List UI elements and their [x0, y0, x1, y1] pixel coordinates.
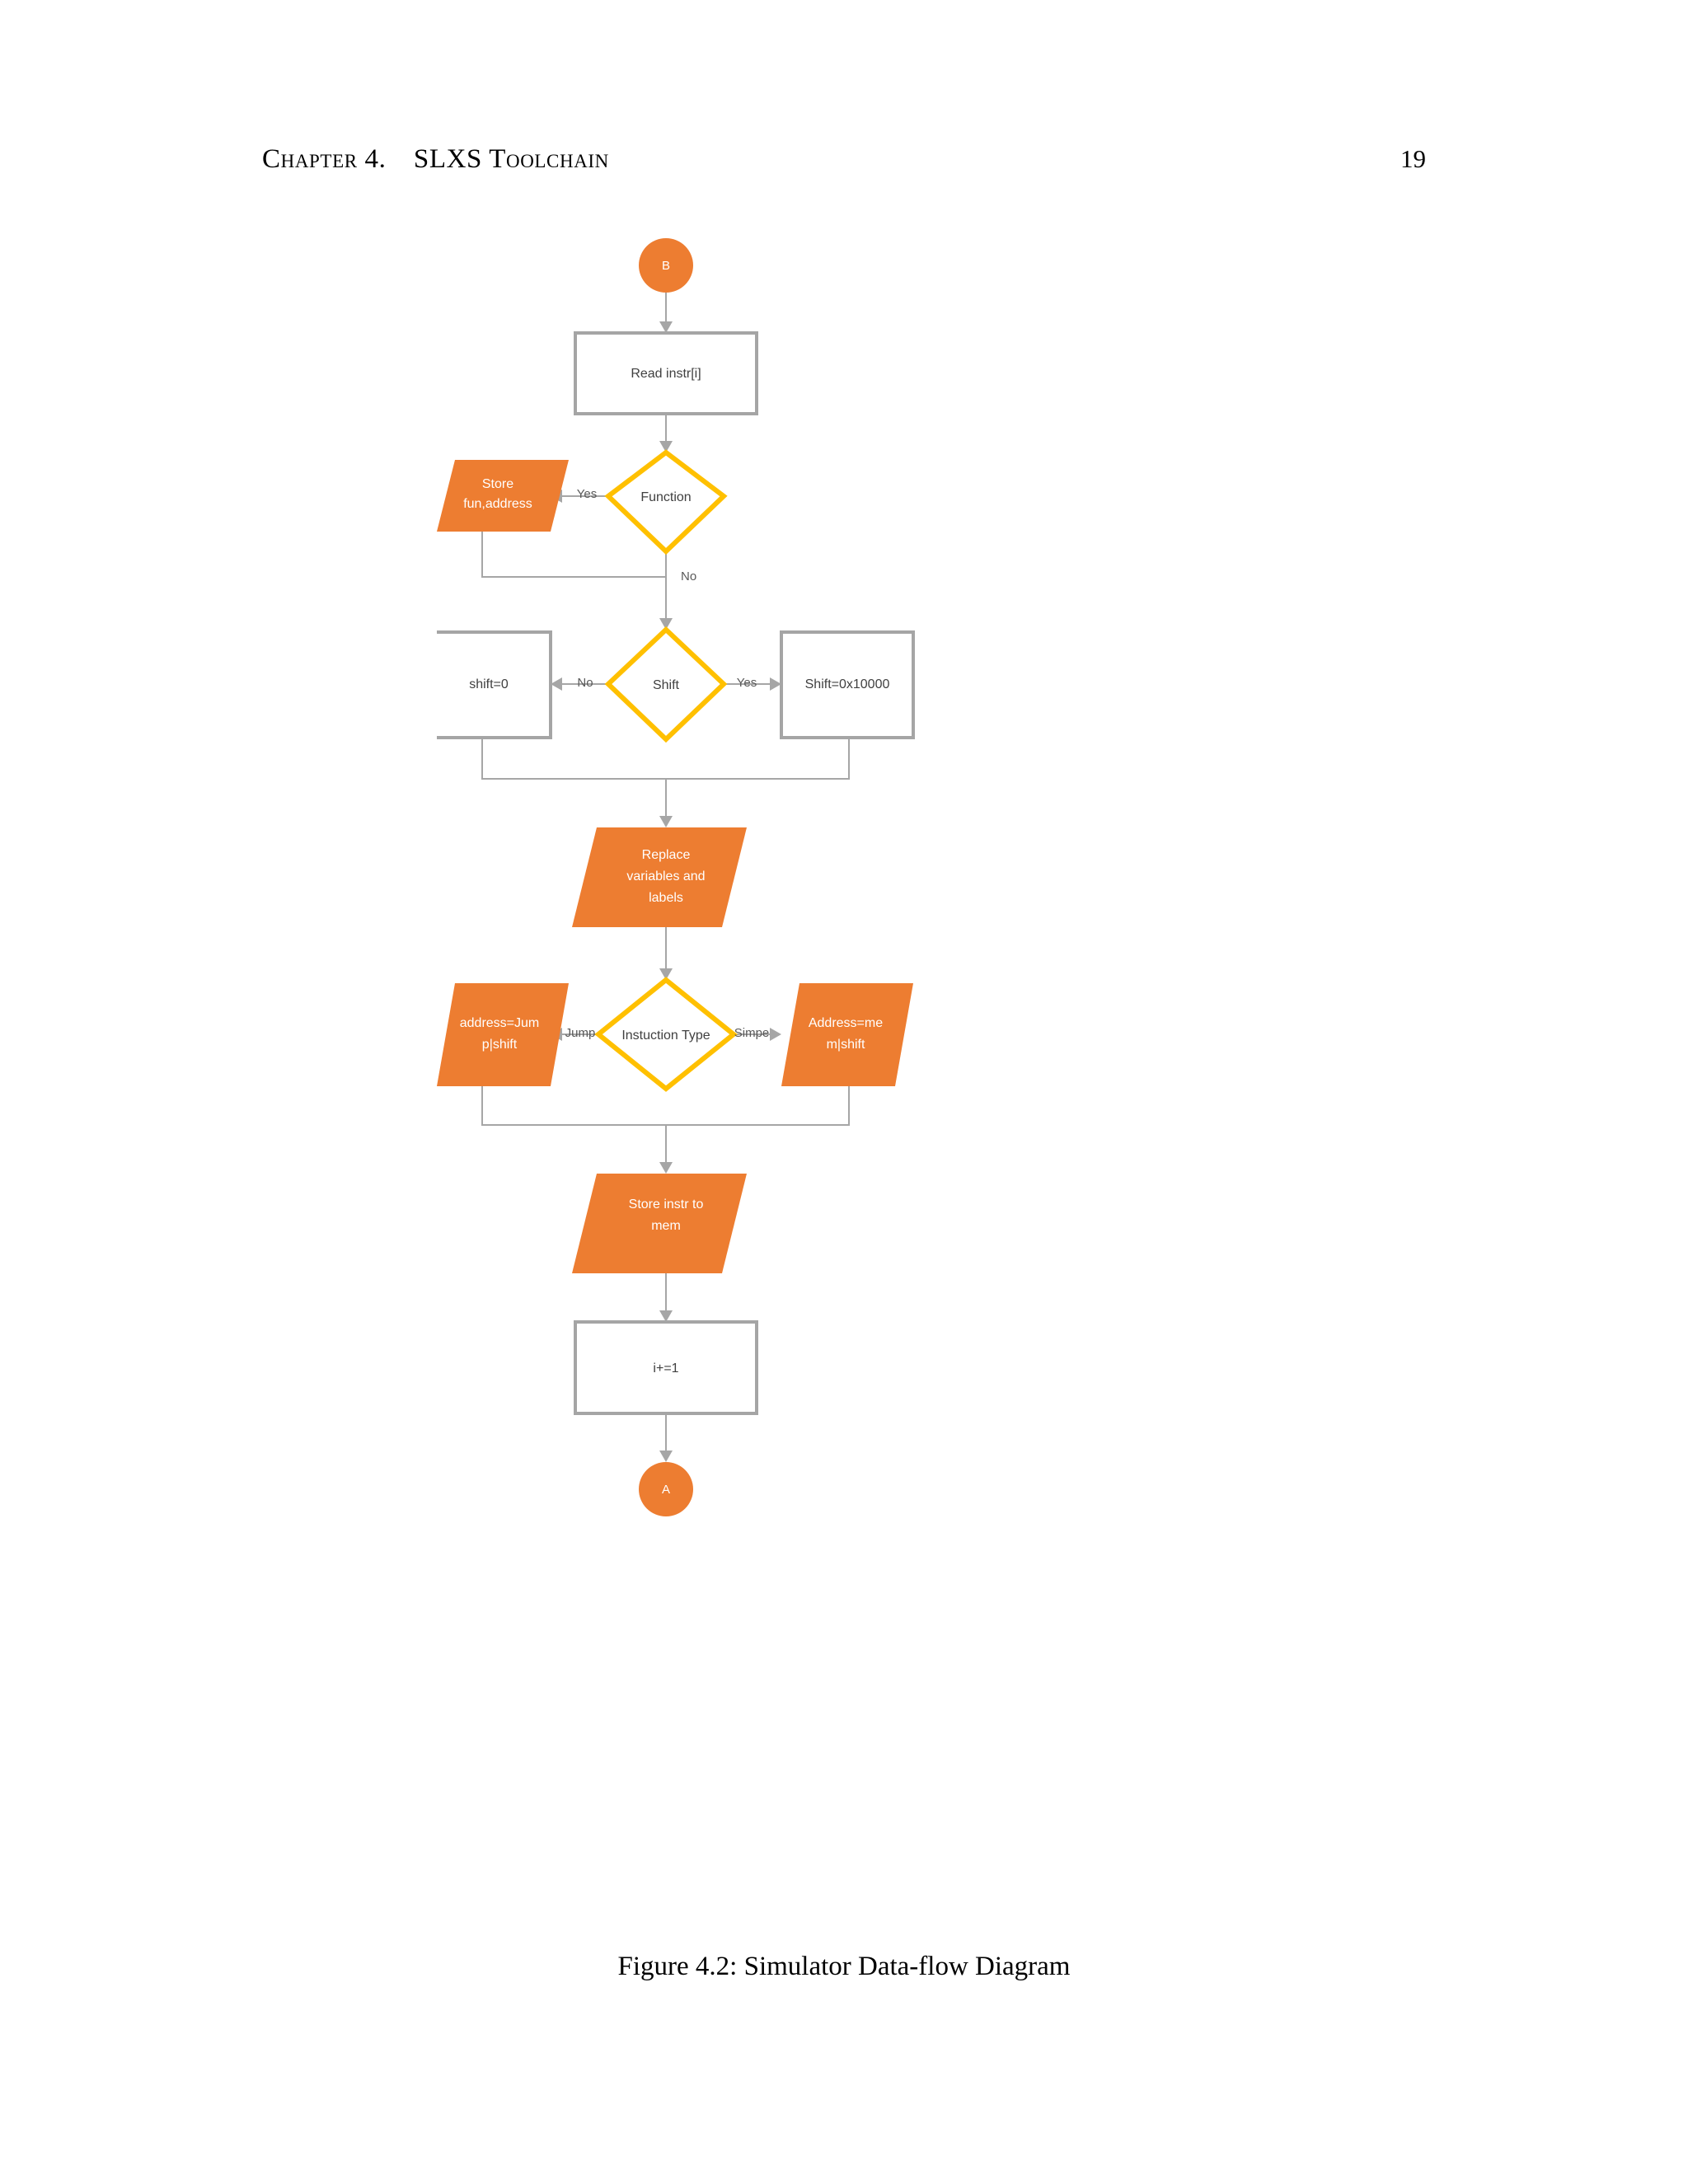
running-head-chapter-text: Chapter 4. [262, 144, 387, 174]
node-label-start-b: B [662, 259, 670, 273]
node-store-instr[interactable]: Store instr to mem [572, 1174, 747, 1273]
node-label-addr-jump-line1: address=Jum [460, 1016, 540, 1030]
node-label-store-instr-line1: Store instr to [629, 1197, 704, 1212]
io-parallelogram-addr-mem [781, 983, 913, 1086]
decision-diamond-instr-type [594, 977, 738, 1092]
node-label-shift-hex: Shift=0x10000 [805, 677, 890, 691]
edge-arrow-replace [659, 816, 673, 827]
node-addr-jump[interactable]: address=Jum p|shift [437, 983, 569, 1086]
edge-arrow-read [659, 321, 673, 333]
node-label-addr-mem-line1: Address=me [809, 1016, 883, 1030]
io-parallelogram-replace [572, 827, 747, 927]
terminator-circle-a [639, 1462, 693, 1516]
node-label-addr-jump-line2: p|shift [482, 1038, 518, 1052]
node-shift-zero[interactable]: shift=0 [437, 630, 552, 739]
edge-addr-jump-merge [481, 1086, 666, 1126]
running-head-title-text: SLXS Toolchain [413, 144, 609, 174]
node-label-store-fun-line2: fun,address [463, 497, 532, 511]
edge-arrow-function [659, 441, 673, 452]
node-label-shift-zero: shift=0 [469, 677, 509, 691]
node-function[interactable]: Function [604, 449, 728, 555]
node-end-a[interactable]: A [639, 1462, 693, 1516]
process-rect-read-instr [574, 331, 758, 415]
process-rect-shift-zero [437, 630, 552, 739]
edge-label-type-simple: Simpe [734, 1026, 770, 1040]
node-label-replace-line2: variables and [626, 869, 705, 883]
node-addr-mem[interactable]: Address=me m|shift [781, 983, 913, 1086]
edge-addr-mem-merge [666, 1086, 850, 1126]
edge-arrow-instr-type [659, 968, 673, 980]
node-label-end-a: A [662, 1483, 670, 1497]
edge-arrow-increment [659, 1310, 673, 1322]
node-label-read-instr: Read instr[i] [631, 367, 701, 381]
node-store-fun[interactable]: Store fun,address [437, 460, 569, 532]
node-read-instr[interactable]: Read instr[i] [574, 331, 758, 415]
node-label-replace-line1: Replace [642, 848, 691, 862]
edge-shift-zero-merge [481, 738, 666, 780]
edge-arrow-shift [659, 618, 673, 630]
running-head: Chapter 4. SLXS Toolchain 19 [262, 144, 1426, 182]
node-start-b[interactable]: B [639, 238, 693, 293]
edge-arrow-shift-zero [551, 677, 562, 691]
io-parallelogram-store-fun [437, 460, 569, 532]
node-shift[interactable]: Shift [604, 626, 728, 743]
node-label-increment: i+=1 [653, 1361, 678, 1376]
edge-label-function-no: No [681, 569, 696, 583]
node-increment[interactable]: i+=1 [574, 1320, 758, 1415]
node-replace[interactable]: Replace variables and labels [572, 827, 747, 927]
io-parallelogram-addr-jump [437, 983, 569, 1086]
edge-label-type-jump: Jump [565, 1026, 596, 1040]
edge-arrow-addr-mem [770, 1028, 781, 1041]
node-label-replace-line3: labels [649, 891, 683, 905]
running-head-chapter: Chapter 4. SLXS Toolchain [262, 144, 609, 175]
node-shift-hex[interactable]: Shift=0x10000 [780, 630, 915, 739]
terminator-circle-b [639, 238, 693, 293]
edge-shift-hex-merge [666, 738, 850, 780]
node-instr-type[interactable]: Instuction Type [594, 977, 738, 1092]
edge-arrow-store-instr [659, 1162, 673, 1174]
process-rect-shift-hex [780, 630, 915, 739]
node-label-addr-mem-line2: m|shift [827, 1038, 865, 1052]
decision-diamond-shift [604, 626, 728, 743]
node-label-store-fun-line1: Store [482, 477, 513, 491]
node-label-instr-type: Instuction Type [621, 1029, 710, 1043]
process-rect-increment [574, 1320, 758, 1415]
edge-label-function-yes: Yes [577, 487, 597, 501]
edge-arrow-end [659, 1451, 673, 1462]
edge-store-fun-merge [481, 532, 666, 578]
edge-arrow-shift-hex [770, 677, 781, 691]
edge-label-shift-yes: Yes [737, 676, 757, 690]
page-number: 19 [1400, 144, 1426, 173]
node-label-function: Function [640, 490, 691, 504]
figure-caption: Figure 4.2: Simulator Data-flow Diagram [617, 1952, 1071, 1981]
io-parallelogram-store-instr [572, 1174, 747, 1273]
node-label-shift: Shift [653, 678, 680, 692]
node-label-store-instr-line2: mem [651, 1219, 681, 1233]
edge-label-shift-no: No [577, 676, 593, 690]
flowchart-svg: B Read instr[i] Function Yes No Store fu… [437, 238, 915, 1516]
decision-diamond-function [604, 449, 728, 555]
